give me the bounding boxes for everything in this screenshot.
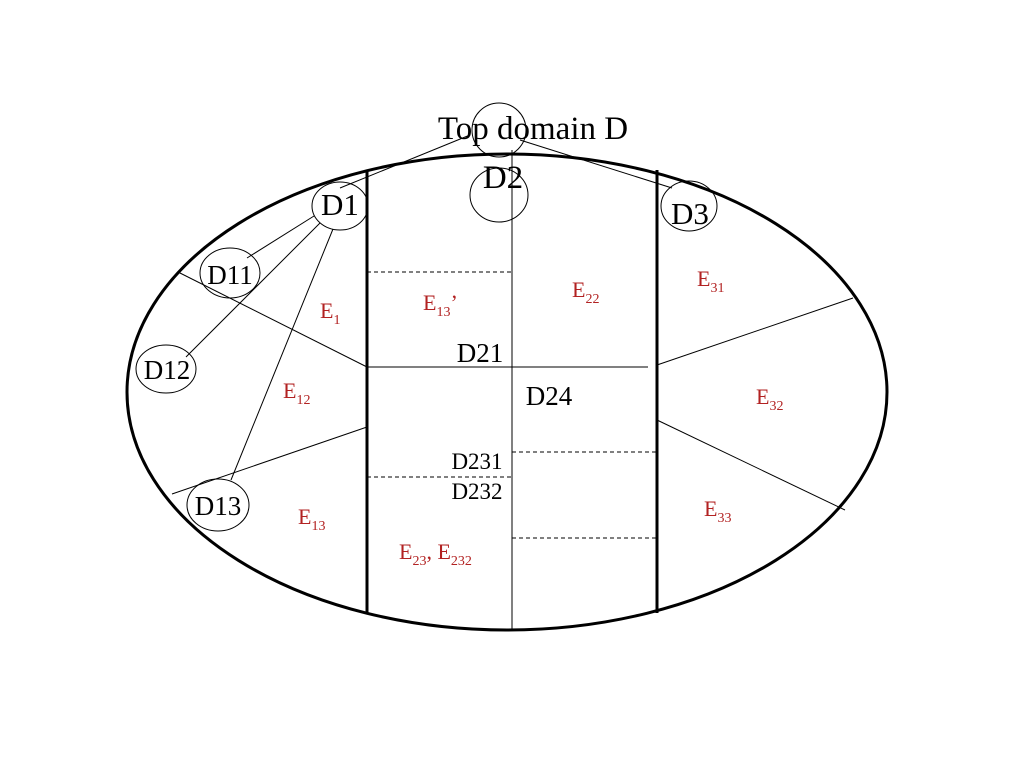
label-d2: D2 [483, 160, 523, 196]
separator-e32-e33 [656, 419, 846, 511]
tree-edge-d1-d12 [185, 222, 321, 358]
region-label-e13: E13 [298, 504, 325, 534]
node-circle-d11 [199, 247, 261, 299]
node-circle-d13 [186, 478, 250, 532]
tree-edge-d1-d11 [246, 215, 315, 259]
label-d231: D231 [451, 449, 502, 474]
region-label-e12: E12 [283, 378, 310, 408]
separator-d11-region [177, 271, 368, 368]
tree-edge-d-d1 [339, 134, 471, 189]
region-label-e32: E32 [756, 384, 783, 414]
node-circle-d2 [469, 167, 529, 223]
tree-edge-d-d3 [519, 139, 673, 189]
region-label-e13-prime: E13’ [423, 290, 458, 320]
label-d11: D11 [207, 260, 253, 290]
node-circle-d3 [660, 180, 718, 232]
label-d13: D13 [195, 491, 242, 521]
top-domain-boundary [125, 152, 889, 632]
label-d1: D1 [321, 187, 359, 222]
tree-edge-d1-d13 [230, 228, 334, 481]
region-label-e23-e232: E23, E232 [399, 539, 472, 569]
node-circle-d12 [135, 344, 197, 394]
separator-d13-region [171, 426, 368, 495]
label-d24: D24 [526, 381, 573, 411]
region-label-e31: E31 [697, 266, 724, 296]
label-d232: D232 [451, 479, 502, 504]
node-circle-d1 [311, 181, 369, 231]
label-d21: D21 [457, 338, 504, 368]
region-label-e33: E33 [704, 496, 731, 526]
separator-e31-e32 [656, 297, 854, 366]
top-domain-title: Top domain D [438, 111, 628, 147]
region-label-e22: E22 [572, 277, 599, 307]
label-d3: D3 [671, 196, 709, 231]
region-label-e1: E1 [320, 298, 340, 328]
node-circle-top-domain [471, 102, 527, 158]
label-d12: D12 [144, 355, 191, 385]
